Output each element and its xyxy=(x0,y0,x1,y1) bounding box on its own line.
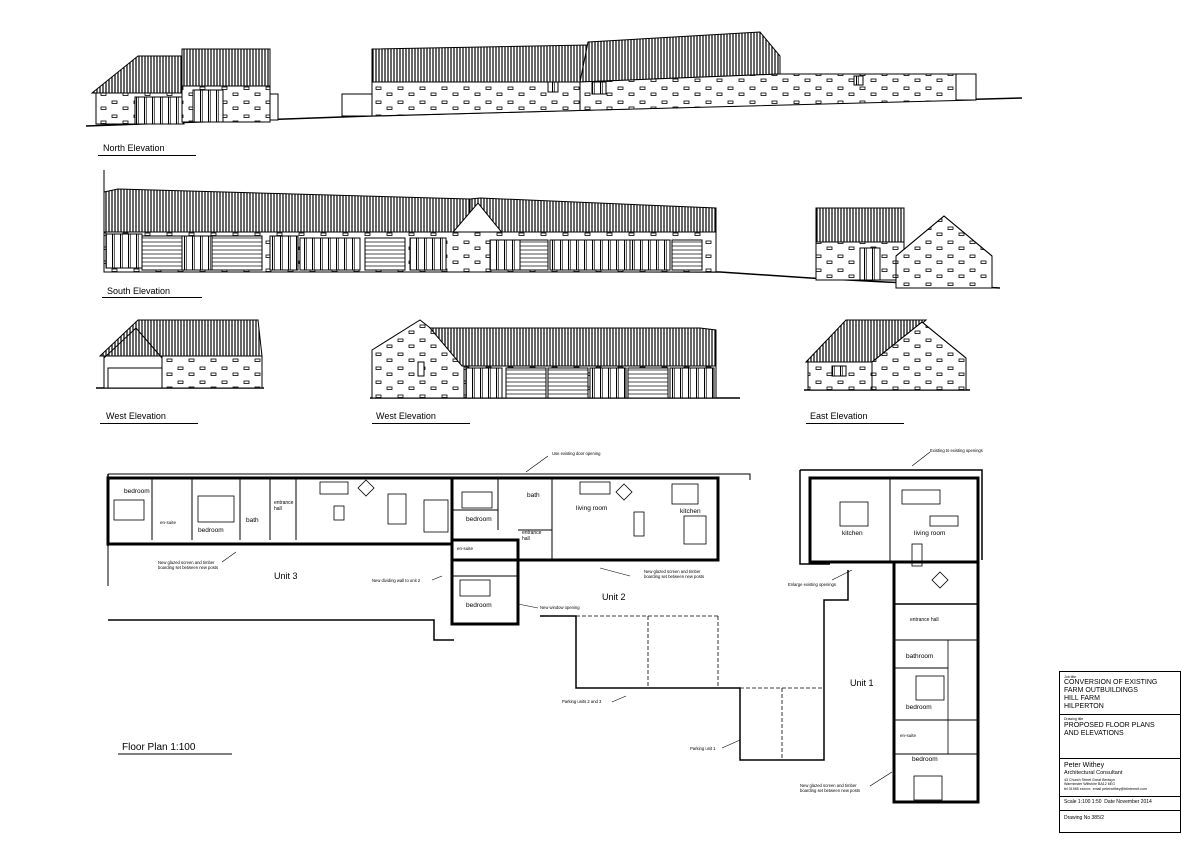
room-label: en-suite xyxy=(457,546,474,551)
note-text: New glazed screen and timber boarding se… xyxy=(158,560,219,570)
room-label: kitchen xyxy=(680,508,701,515)
note-text: Enlarge existing openings xyxy=(788,582,836,587)
west-elevation-underline-b xyxy=(372,423,470,424)
author-name: Peter Withey xyxy=(1064,762,1105,769)
west-elevation-label-b: West Elevation xyxy=(376,411,436,421)
author-role: Architectural Consultant xyxy=(1064,770,1123,776)
note-text: Parking units 2 and 3 xyxy=(562,699,602,704)
room-label: entrance hall xyxy=(910,617,939,623)
unit-1-label: Unit 1 xyxy=(850,678,874,688)
east-elevation xyxy=(804,319,970,391)
note-text: New window opening xyxy=(540,605,580,610)
north-left-building xyxy=(90,48,279,125)
title-block: Job title CONVERSION OF EXISTING FARM OU… xyxy=(1059,671,1181,833)
drawing-title-caption: Drawing title xyxy=(1064,717,1084,721)
north-elevation-label: North Elevation xyxy=(103,143,165,153)
floor-plan xyxy=(106,451,983,804)
note-text: New dividing wall to unit 2 xyxy=(372,578,421,583)
south-main-barn xyxy=(103,188,717,273)
west-elevation-label-a: West Elevation xyxy=(106,411,166,421)
room-label: bedroom xyxy=(198,527,224,534)
west-elevation-underline-a xyxy=(100,423,198,424)
room-label: bedroom xyxy=(912,756,938,763)
north-elevation xyxy=(85,31,1023,127)
author-address: 43 Church Street Great Bedwyn Warminster… xyxy=(1064,778,1147,791)
floor-plan-label: Floor Plan 1:100 xyxy=(122,742,196,753)
drawing-title: PROPOSED FLOOR PLANS AND ELEVATIONS xyxy=(1064,722,1155,737)
room-label: bathroom xyxy=(906,653,934,660)
job-title-caption: Job title xyxy=(1064,675,1077,679)
room-label: bath xyxy=(527,492,540,499)
room-label: en-suite xyxy=(900,733,917,738)
room-label: bedroom xyxy=(466,602,492,609)
title-block-divider xyxy=(1060,714,1180,715)
west-elevation-a xyxy=(96,319,264,389)
west-elevation-b xyxy=(370,319,740,399)
east-elevation-underline xyxy=(806,423,904,424)
south-elevation-label: South Elevation xyxy=(107,286,171,296)
title-block-divider xyxy=(1060,796,1180,797)
job-title: CONVERSION OF EXISTING FARM OUTBUILDINGS… xyxy=(1064,679,1158,710)
unit-2-label: Unit 2 xyxy=(602,592,626,602)
room-label: entrance hall xyxy=(274,500,294,512)
note-text: Parking unit 1 xyxy=(690,746,716,751)
north-elevation-underline xyxy=(98,155,196,156)
room-label: bedroom xyxy=(466,516,492,523)
south-small-buildings xyxy=(815,207,993,289)
room-label: bath xyxy=(246,517,259,524)
room-label: en-suite xyxy=(160,520,177,525)
note-text: Existing to existing openings xyxy=(930,448,983,453)
south-elevation-underline xyxy=(102,297,202,298)
room-label: kitchen xyxy=(842,530,863,537)
unit-3-label: Unit 3 xyxy=(274,571,298,581)
room-label: living room xyxy=(914,530,946,537)
note-text: New glazed screen and timber boarding se… xyxy=(800,783,861,793)
south-elevation xyxy=(103,170,1001,289)
title-block-divider xyxy=(1060,810,1180,811)
east-elevation-label: East Elevation xyxy=(810,411,868,421)
note-text: Use existing door opening xyxy=(552,451,601,456)
room-label: bedroom xyxy=(124,488,150,495)
note-text: New glazed screen and timber boarding se… xyxy=(644,569,705,579)
room-label: living room xyxy=(576,505,608,512)
title-block-divider xyxy=(1060,758,1180,759)
room-label: entrance hall xyxy=(522,530,542,542)
drawing-number: Drawing No 385/2 xyxy=(1064,815,1105,821)
scale-date: Scale 1:100 1:50 Date November 2014 xyxy=(1064,799,1152,805)
room-label: bedroom xyxy=(906,704,932,711)
north-long-barn xyxy=(341,31,977,117)
